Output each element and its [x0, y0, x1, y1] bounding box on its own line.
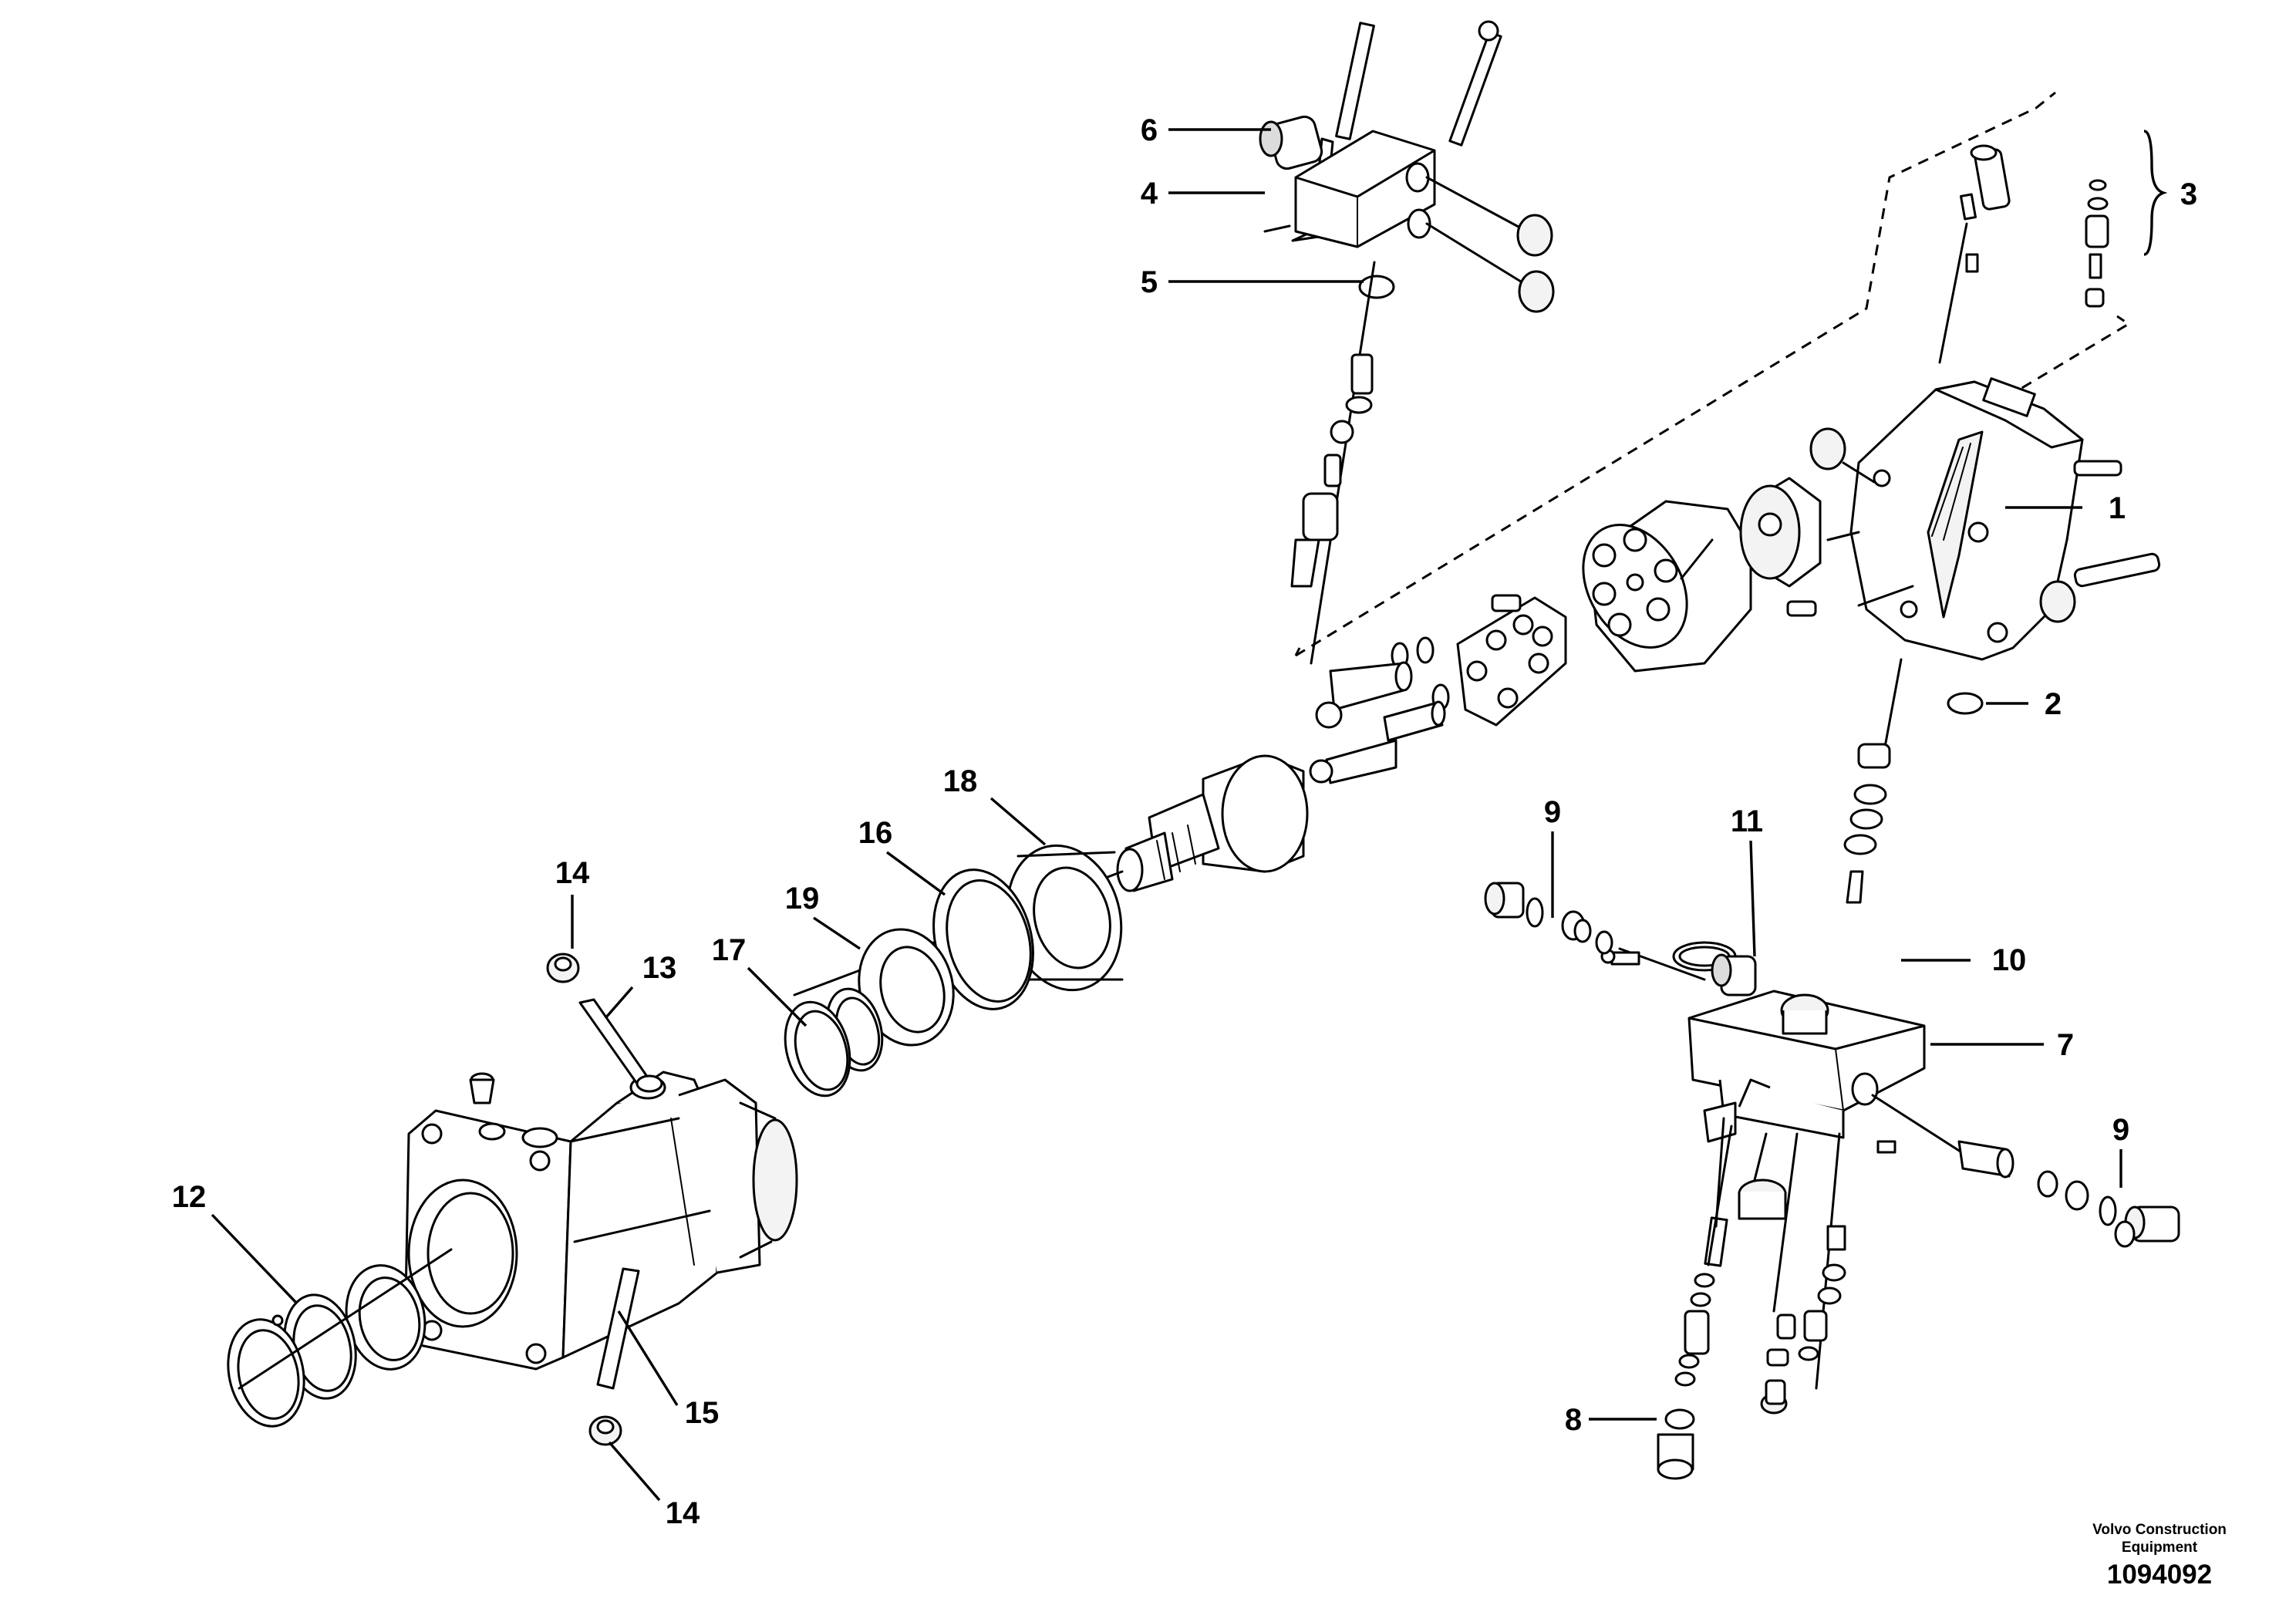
callout-12: 12	[172, 1180, 207, 1214]
callout-13: 13	[642, 951, 677, 985]
callout-17: 17	[712, 933, 747, 967]
brand-line-2: Equipment	[2121, 1539, 2198, 1556]
shaft-seals	[227, 1248, 453, 1428]
valve-block-top	[1259, 20, 1555, 665]
callout-4: 4	[1141, 177, 1158, 211]
callout-7: 7	[2057, 1028, 2074, 1062]
callout-19: 19	[785, 882, 820, 916]
callout-9-lower: 9	[2112, 1113, 2129, 1147]
callout-14-upper: 14	[555, 856, 590, 890]
callout-9-upper: 9	[1544, 795, 1561, 829]
drive-shaft	[793, 754, 1309, 996]
callout-14-lower: 14	[666, 1496, 700, 1530]
end-cover-plate	[1786, 144, 2161, 904]
callout-6: 6	[1141, 113, 1158, 147]
motor-housing	[403, 953, 798, 1446]
callout-16: 16	[858, 816, 893, 850]
callout-11: 11	[1731, 804, 1763, 838]
callout-leaders	[211, 128, 2168, 1502]
callout-3: 3	[2180, 177, 2197, 211]
bearings-and-rings	[784, 844, 1124, 1098]
callout-18: 18	[943, 764, 978, 798]
brand-line-1: Volvo Construction	[2092, 1522, 2227, 1538]
callout-5: 5	[1141, 265, 1158, 299]
brand-label: Volvo Construction Equipment	[2044, 1521, 2275, 1556]
callout-15: 15	[685, 1396, 720, 1430]
rotary-group	[1309, 477, 1860, 784]
callout-10: 10	[1992, 943, 2027, 977]
callout-1: 1	[2109, 491, 2126, 525]
callout-2: 2	[2045, 687, 2062, 721]
valve-block-lower	[1484, 882, 2180, 1480]
callout-8: 8	[1565, 1403, 1582, 1437]
callout-labels: 1 2 3 4 5 6 7 8 9 9 10 11 12 13 14 14 15…	[172, 113, 2197, 1530]
document-number: 1094092	[2106, 1560, 2213, 1590]
dashed-assembly-lines	[1294, 91, 2131, 657]
